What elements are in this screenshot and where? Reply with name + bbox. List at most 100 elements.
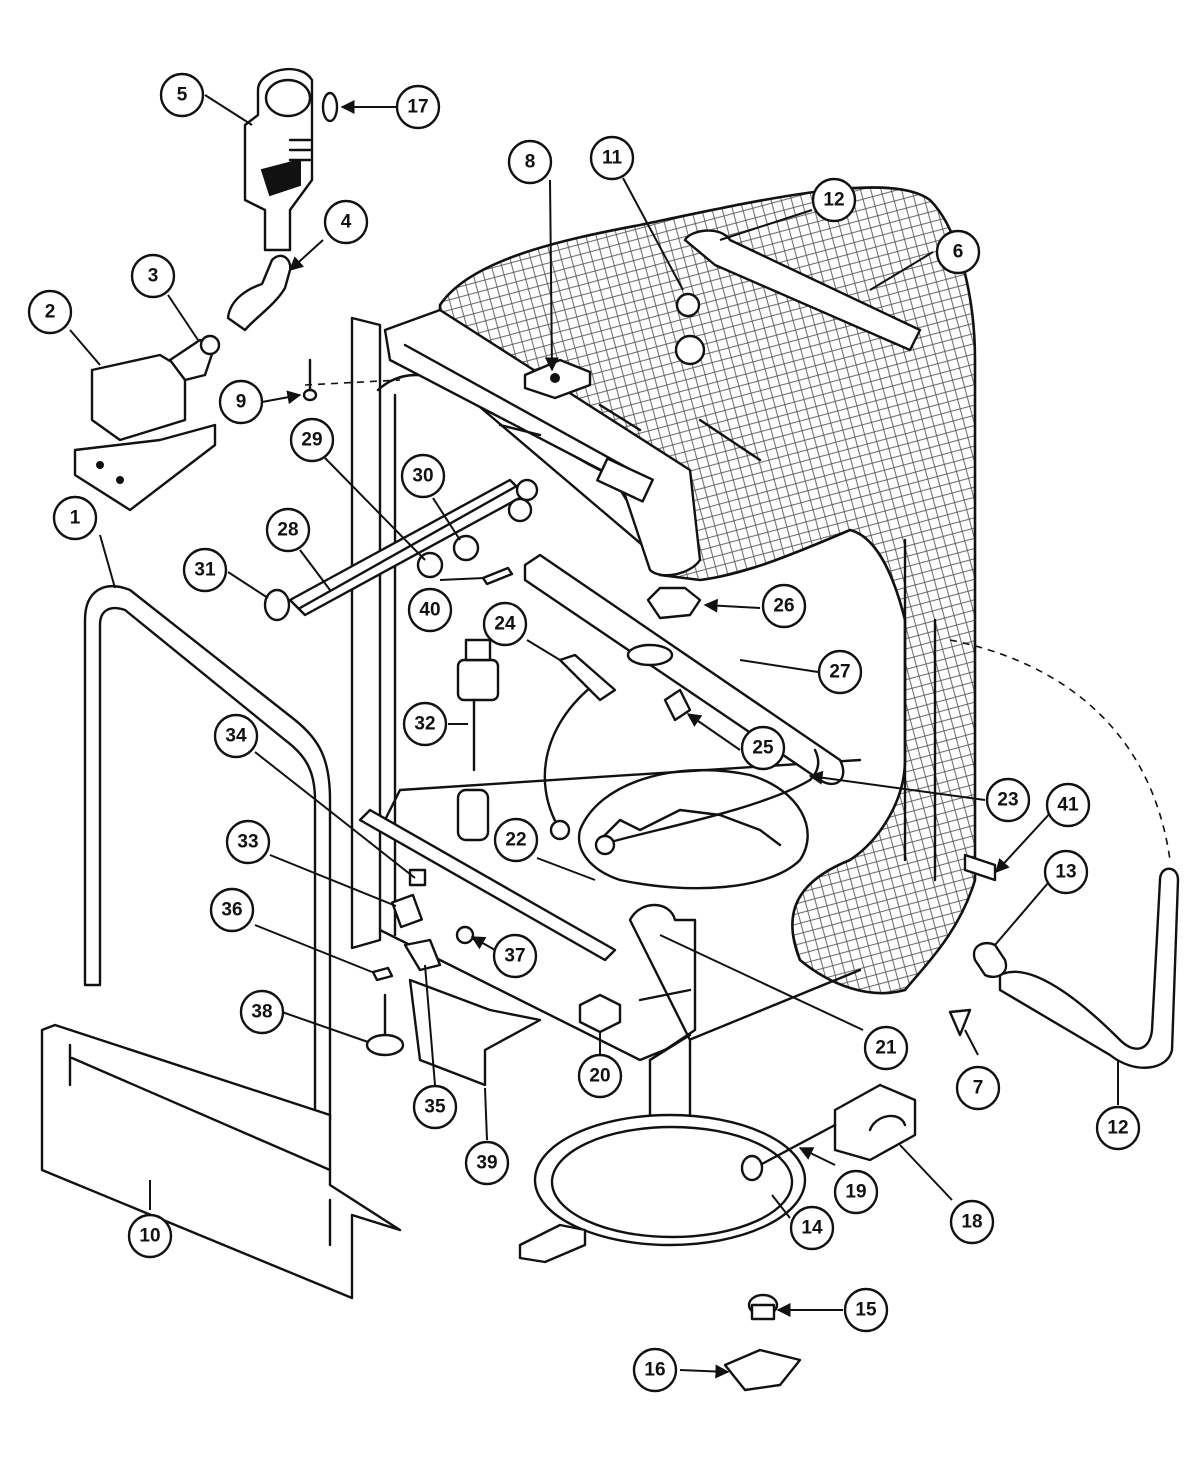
- svg-text:14: 14: [801, 1218, 823, 1239]
- callout-37: 37: [492, 933, 538, 979]
- leader-34: [254, 751, 416, 879]
- leader-19: [798, 1147, 836, 1166]
- callout-6: 6: [935, 229, 981, 275]
- tub-port-11: [674, 334, 706, 366]
- callout-19: 19: [833, 1169, 879, 1215]
- svg-text:13: 13: [1055, 862, 1076, 883]
- svg-text:12: 12: [1107, 1118, 1128, 1139]
- svg-text:4: 4: [341, 212, 352, 233]
- leader-1: [99, 534, 116, 589]
- callout-13: 13: [1043, 849, 1089, 895]
- svg-text:1: 1: [70, 508, 81, 529]
- svg-text:41: 41: [1057, 795, 1079, 816]
- svg-text:28: 28: [277, 520, 298, 541]
- leader-30: [432, 497, 461, 541]
- svg-text:25: 25: [752, 738, 774, 759]
- leader-23: [808, 770, 986, 801]
- callout-8: 8: [507, 139, 553, 185]
- svg-text:10: 10: [139, 1226, 160, 1247]
- leader-27: [739, 659, 819, 673]
- callout-9: 9: [218, 379, 264, 425]
- leader-36: [254, 924, 373, 973]
- svg-text:22: 22: [505, 830, 526, 851]
- o-ring-part-17: [321, 91, 339, 123]
- leader-13: [994, 882, 1049, 946]
- leader-18: [899, 1144, 953, 1201]
- switch-part-33: [391, 893, 423, 929]
- leader-29: [324, 457, 426, 561]
- svg-text:16: 16: [644, 1360, 665, 1381]
- screw-part-9: [302, 358, 318, 402]
- plug-part-7: [948, 1008, 972, 1037]
- svg-text:32: 32: [414, 714, 435, 735]
- callout-25: 25: [740, 725, 786, 771]
- callout-36: 36: [209, 887, 255, 933]
- nut-part-20: [578, 993, 622, 1034]
- callout-18: 18: [949, 1199, 995, 1245]
- leader-5: [204, 94, 253, 126]
- callout-33: 33: [225, 819, 271, 865]
- leader-6: [869, 251, 934, 291]
- svg-text:6: 6: [953, 242, 964, 263]
- svg-text:24: 24: [494, 614, 516, 635]
- svg-text:29: 29: [301, 430, 322, 451]
- svg-text:37: 37: [504, 946, 525, 967]
- leader-9: [261, 390, 302, 405]
- bracket-part-24: [558, 653, 617, 702]
- leader-12a: [719, 209, 813, 241]
- svg-text:12: 12: [823, 190, 844, 211]
- callout-27: 27: [817, 649, 863, 695]
- leader-22: [536, 857, 596, 881]
- callout-16: 16: [632, 1347, 678, 1393]
- callout-1: 1: [52, 495, 98, 541]
- callout-38: 38: [239, 989, 285, 1035]
- callout-12-top: 12: [811, 177, 857, 223]
- svg-text:40: 40: [419, 600, 440, 621]
- svg-text:5: 5: [177, 85, 188, 106]
- leader-2: [69, 329, 101, 366]
- leader-31: [227, 571, 269, 599]
- svg-text:35: 35: [424, 1097, 446, 1118]
- callout-28: 28: [265, 507, 311, 553]
- callout-35: 35: [412, 1084, 458, 1130]
- svg-text:18: 18: [961, 1212, 982, 1233]
- leader-24: [526, 639, 561, 661]
- tub-back-wall: [903, 538, 937, 882]
- svg-text:20: 20: [589, 1066, 610, 1087]
- bracket-part-34: [408, 868, 427, 887]
- callout-23: 23: [985, 777, 1031, 823]
- bracket-part-8: [523, 358, 592, 400]
- svg-text:38: 38: [251, 1002, 272, 1023]
- callout-3: 3: [130, 253, 176, 299]
- tub-insulation-blanket: [438, 186, 977, 995]
- leader-38: [281, 1011, 369, 1043]
- svg-text:31: 31: [194, 560, 216, 581]
- leader-39: [484, 1087, 488, 1141]
- svg-text:27: 27: [829, 662, 850, 683]
- leader-lines: [69, 94, 1119, 1379]
- svg-text:36: 36: [221, 900, 242, 921]
- door-gasket-part-1: [83, 585, 332, 1122]
- fill-hose-part-12: [683, 229, 922, 352]
- callout-30: 30: [400, 453, 446, 499]
- leader-41: [995, 809, 1054, 874]
- vent-assembly-part-5: [243, 67, 314, 252]
- callout-5: 5: [159, 72, 205, 118]
- svg-text:11: 11: [602, 148, 623, 169]
- callout-14: 14: [789, 1205, 835, 1251]
- svg-text:19: 19: [845, 1182, 866, 1203]
- svg-text:39: 39: [476, 1153, 497, 1174]
- clip-part-16: [723, 1348, 802, 1392]
- callout-4: 4: [323, 199, 369, 245]
- callout-32: 32: [402, 701, 448, 747]
- callout-40: 40: [407, 587, 453, 633]
- callout-15: 15: [843, 1287, 889, 1333]
- leader-7: [964, 1029, 979, 1056]
- leader-26: [703, 598, 761, 613]
- callout-20: 20: [577, 1053, 623, 1099]
- cover-part-39: [408, 978, 542, 1087]
- leader-4: [288, 239, 324, 271]
- leader-40: [439, 577, 485, 581]
- hub-nut-part-26: [646, 586, 702, 620]
- svg-text:8: 8: [525, 152, 536, 173]
